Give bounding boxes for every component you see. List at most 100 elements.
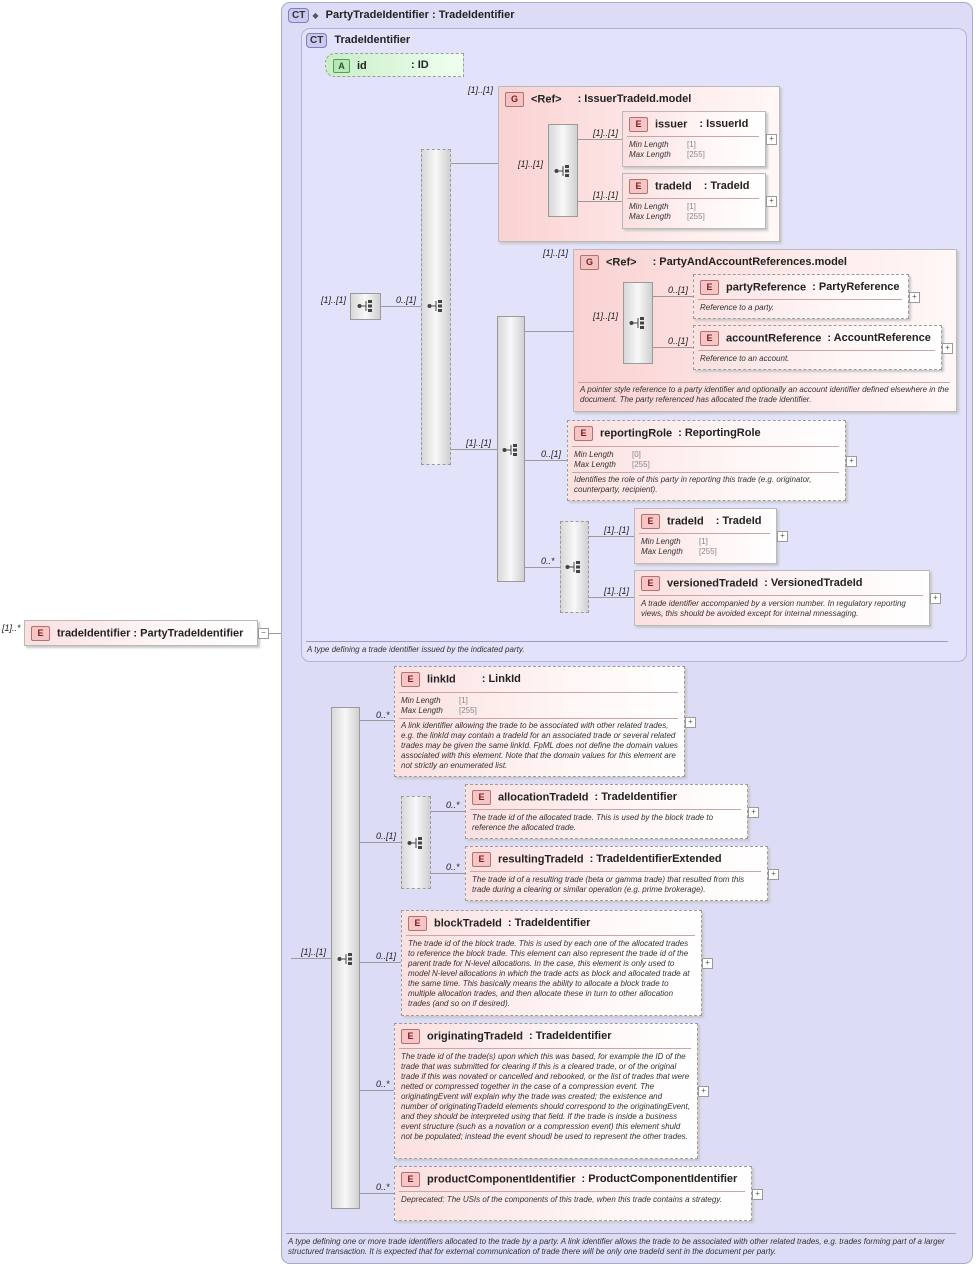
element-name: productComponentIdentifier <box>427 1173 576 1186</box>
expand-icon[interactable]: + <box>748 807 759 818</box>
element-type: : TradeIdentifierExtended <box>589 853 722 866</box>
element-name: originatingTradeId <box>427 1030 523 1043</box>
sequence-icon <box>502 444 517 456</box>
facet-label: Max Length <box>641 547 683 556</box>
sequence-icon <box>629 317 644 329</box>
outer-type-header: CT ◆ PartyTradeIdentifier : TradeIdentif… <box>288 8 515 23</box>
element-name: linkId <box>427 673 456 686</box>
element-icon: E <box>641 576 660 591</box>
element-icon: E <box>31 626 50 641</box>
expand-icon[interactable]: + <box>777 531 788 542</box>
expand-icon[interactable]: + <box>702 958 713 969</box>
ct-badge: CT <box>288 8 310 23</box>
element-type: : TradeIdentifier <box>528 1030 612 1043</box>
inner-type-header: CT TradeIdentifier <box>306 33 410 48</box>
element-type: : VersionedTradeId <box>764 577 863 590</box>
expand-icon[interactable]: + <box>768 869 779 880</box>
cardinality: [1]..[1] <box>604 525 630 535</box>
cardinality: 0..* <box>376 1079 390 1089</box>
expand-icon[interactable]: + <box>909 292 920 303</box>
ct-badge: CT <box>306 33 328 48</box>
facet-label: Max Length <box>629 150 671 159</box>
cardinality: 0..[1] <box>376 951 397 961</box>
element-icon: E <box>629 117 648 132</box>
cardinality: 0..[1] <box>396 295 417 305</box>
expand-icon[interactable]: + <box>930 593 941 604</box>
collapse-icon[interactable]: − <box>258 628 269 639</box>
facet-label: Min Length <box>641 537 681 546</box>
expand-icon[interactable]: + <box>698 1086 709 1097</box>
cardinality: 0..[1] <box>668 285 689 295</box>
connector <box>291 958 331 959</box>
connector <box>360 720 394 721</box>
cardinality: [1]..[1] <box>593 311 619 321</box>
connector <box>360 1090 394 1091</box>
element-name: allocationTradeId <box>498 791 589 804</box>
outer-type-title: PartyTradeIdentifier : TradeIdentifier <box>325 9 515 21</box>
cardinality: 0..* <box>376 710 390 720</box>
element-description: The trade id of the trade(s) upon which … <box>401 1052 690 1141</box>
connector <box>653 296 693 297</box>
cardinality: [1]..[1] <box>466 438 492 448</box>
element-type: : ProductComponentIdentifier <box>581 1173 738 1186</box>
facet-value: [1] <box>687 140 696 149</box>
element-name: tradeId <box>655 180 692 193</box>
element-name: accountReference <box>726 332 822 345</box>
facet-value: [255] <box>459 706 477 715</box>
element-name: reportingRole <box>600 427 673 440</box>
expand-icon[interactable]: + <box>942 343 953 354</box>
element-description: Deprecated: The USIs of the components o… <box>401 1195 722 1204</box>
facet-value: [255] <box>687 150 705 159</box>
inner-type-title: TradeIdentifier <box>334 34 411 46</box>
expand-icon[interactable]: + <box>846 456 857 467</box>
connector <box>262 633 292 634</box>
cardinality: [1]..[1] <box>321 295 347 305</box>
element-icon: E <box>401 1172 420 1187</box>
element-icon: E <box>408 916 427 931</box>
group-name: : PartyAndAccountReferences.model <box>652 256 847 269</box>
element-icon: E <box>700 331 719 346</box>
connector <box>525 331 573 332</box>
expand-icon[interactable]: ◆ <box>312 11 319 20</box>
facet-value: [255] <box>699 547 717 556</box>
connector <box>431 873 465 874</box>
connector <box>381 306 421 307</box>
expand-icon[interactable]: + <box>766 196 777 207</box>
expand-icon[interactable]: + <box>752 1189 763 1200</box>
element-type: : TradeIdentifier <box>507 917 591 930</box>
connector <box>451 163 498 164</box>
connector <box>578 201 622 202</box>
element-icon: E <box>641 514 660 529</box>
element-description: The trade id of the allocated trade. Thi… <box>472 813 714 832</box>
expand-icon[interactable]: + <box>766 134 777 145</box>
facet-label: Min Length <box>629 140 669 149</box>
element-type: : TradeId <box>703 180 750 193</box>
element-icon: E <box>472 790 491 805</box>
group-name: : IssuerTradeId.model <box>577 93 692 106</box>
group-description: A pointer style reference to a party ide… <box>580 385 949 404</box>
cardinality: [1]..[1] <box>593 128 619 138</box>
element-name: versionedTradeId <box>667 577 759 590</box>
element-icon: E <box>700 280 719 295</box>
element-name: tradeIdentifier <box>57 627 131 640</box>
cardinality: [1]..[1] <box>604 586 630 596</box>
facet-value: [0] <box>632 450 641 459</box>
sequence-icon <box>565 561 580 573</box>
expand-icon[interactable]: + <box>685 717 696 728</box>
sequence-icon <box>357 300 372 312</box>
